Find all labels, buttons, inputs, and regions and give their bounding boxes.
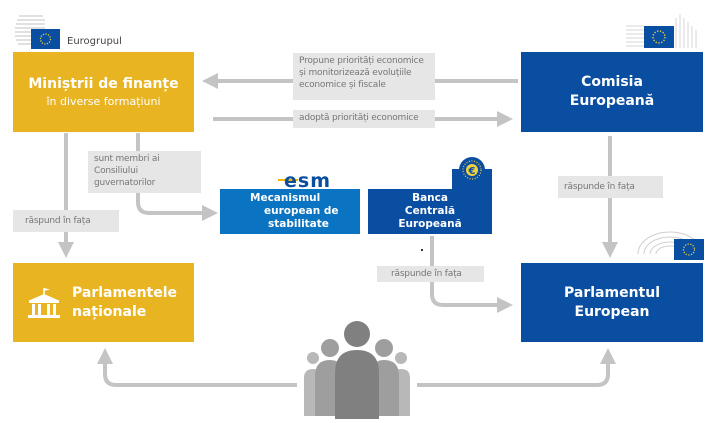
european-parliament-line2: European (574, 303, 650, 320)
esm-line1: Mecanismul (250, 192, 321, 204)
stray-dot (421, 249, 423, 251)
esm-logo-text: esm (284, 173, 331, 189)
arrow-ecb-to-parliament (430, 236, 513, 313)
ecb-logo: € (452, 155, 492, 189)
label-ministers-to-national-parliaments: răspund în fața (13, 210, 119, 232)
commission-logo (626, 12, 704, 52)
european-parliament-box[interactable]: Parlamentul European (521, 263, 703, 342)
national-parliaments-line2: naționale (72, 303, 147, 320)
esm-line2: european de (264, 205, 339, 217)
national-parliaments-line1: Parlamentele (72, 284, 178, 301)
esm-logo-icon: esm (278, 170, 331, 192)
ministers-title: Miniștrii de finanțe (28, 76, 179, 92)
citizens-group (300, 318, 414, 419)
eu-flag-building-icon (15, 15, 60, 49)
ecb-line1: Banca (412, 192, 448, 204)
european-commission-box[interactable]: Comisia Europeană (521, 52, 703, 132)
esm-line3: stabilitate (268, 218, 329, 230)
commission-title-line2: Europeană (569, 93, 655, 109)
ecb-line3: Europeană (398, 218, 462, 230)
ministers-of-finance-box[interactable]: Miniștrii de finanțe în diverse formațiu… (13, 52, 194, 132)
ecb-euro-icon: € (452, 157, 492, 189)
svg-text:€: € (468, 166, 476, 177)
label-ecb-to-parliament: răspunde în fața (377, 266, 484, 282)
arrow-ministers-to-esm (136, 133, 218, 221)
esm-box[interactable]: Mecanismul european de stabilitate (220, 189, 360, 234)
ecb-line2: Centrală (404, 205, 456, 217)
parliament-building-icon (28, 287, 60, 318)
european-parliament-line1: Parlamentul (564, 284, 660, 301)
ecb-box[interactable]: Banca Centrală Europeană (368, 189, 492, 234)
ministers-subtitle: în diverse formațiuni (46, 95, 161, 108)
label-ministers-to-esm: sunt membri ai Consiliului guvernatorilo… (88, 151, 201, 193)
eu-parliament-hemicycle-icon (637, 231, 704, 260)
national-parliaments-box[interactable]: Parlamentele naționale (13, 263, 194, 342)
eurogroup-label: Eurogrupul (67, 36, 122, 47)
citizens-group-icon (304, 321, 410, 419)
arrow-citizens-to-parliament (417, 348, 616, 387)
label-commission-to-ministers: Propune priorități economice și monitori… (293, 53, 435, 100)
parliament-logo (634, 224, 706, 262)
label-ministers-to-commission: adoptă priorități economice (293, 110, 435, 128)
label-commission-to-parliament: răspunde în fața (558, 176, 663, 198)
eu-commission-building-icon (626, 14, 697, 48)
eurogroup-logo (15, 10, 65, 52)
commission-title-line1: Comisia (581, 74, 643, 90)
esm-logo: esm (278, 170, 348, 192)
arrow-citizens-to-national-parliaments (97, 348, 297, 387)
